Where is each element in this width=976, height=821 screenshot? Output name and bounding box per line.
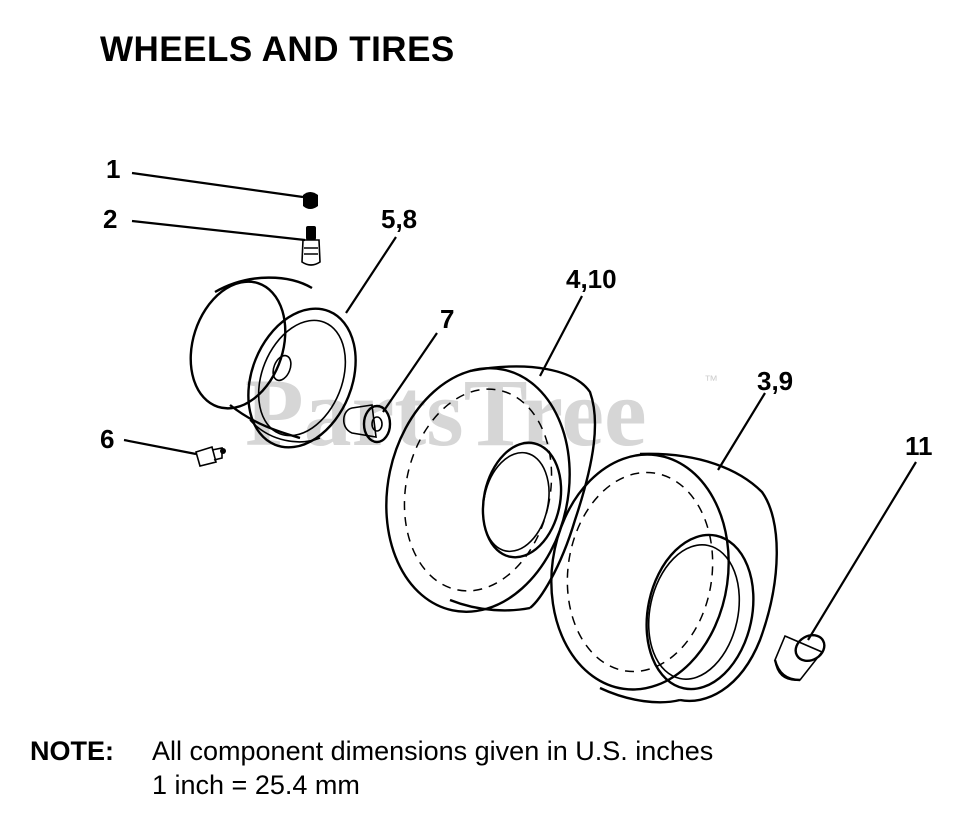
note-text: All component dimensions given in U.S. i…	[152, 734, 713, 802]
part-wheel-rim[interactable]	[175, 269, 375, 463]
watermark: PartsTree ™	[245, 359, 718, 466]
callout-11: 11	[905, 431, 933, 461]
part-hub-cap[interactable]	[773, 630, 829, 682]
part-bushing[interactable]	[342, 404, 392, 444]
note-label: NOTE:	[30, 736, 114, 766]
part-valve-stem[interactable]	[301, 226, 321, 266]
part-tire-rear[interactable]	[536, 443, 778, 704]
note-line-2: 1 inch = 25.4 mm	[152, 770, 360, 800]
leader-lines	[123, 171, 917, 641]
watermark-trademark: ™	[704, 372, 718, 388]
callout-2: 2	[103, 204, 117, 234]
callout-6: 6	[100, 424, 114, 454]
callout-3-9: 3,9	[757, 366, 793, 396]
watermark-text: PartsTree	[245, 359, 647, 466]
callouts: 1 2 5,8 7 4,10 3,9 6 11	[100, 154, 933, 461]
page-title: WHEELS AND TIRES	[100, 30, 455, 69]
callout-7: 7	[440, 304, 454, 334]
note-line-1: All component dimensions given in U.S. i…	[152, 736, 714, 766]
part-valve-cap[interactable]	[303, 192, 318, 209]
callout-1: 1	[106, 154, 120, 184]
part-tire-front[interactable]	[364, 351, 597, 629]
dimensions-note: NOTE: All component dimensions given in …	[30, 734, 713, 802]
part-grease-fitting[interactable]	[195, 445, 226, 467]
callout-4-10: 4,10	[566, 264, 617, 294]
callout-5-8: 5,8	[381, 204, 417, 234]
